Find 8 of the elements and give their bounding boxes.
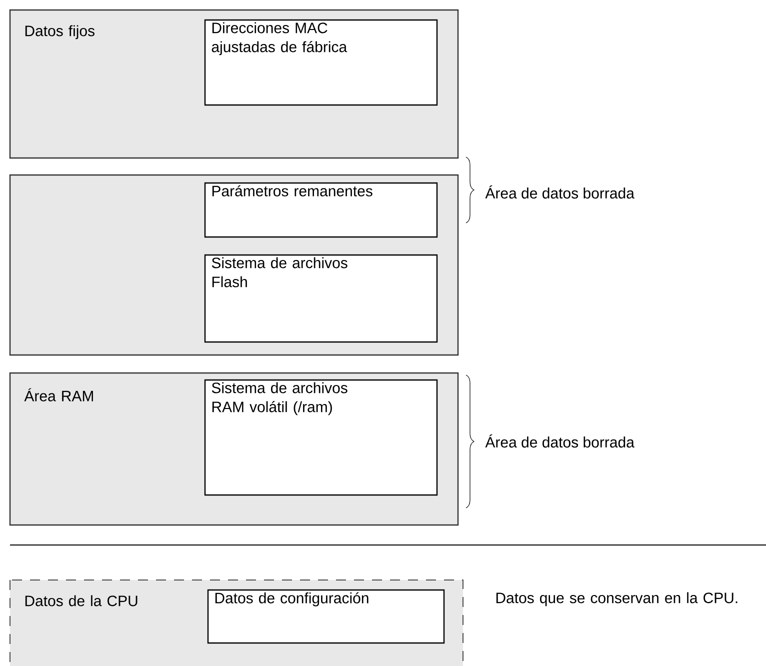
memory-box: Datos de configuración — [207, 589, 445, 644]
note-text: Datos que se conservan en la CPU. — [496, 592, 738, 606]
memory-box: Direcciones MAC ajustadas de fábrica — [204, 19, 438, 106]
area-label: Área de datos borrada — [485, 434, 634, 448]
area-label: Área de datos borrada — [485, 185, 634, 199]
memory-box: Parámetros remanentes — [204, 182, 438, 238]
memory-box: Sistema de archivos Flash — [204, 254, 438, 343]
memory-box: Sistema de archivos RAM volátil (/ram) — [204, 379, 438, 496]
